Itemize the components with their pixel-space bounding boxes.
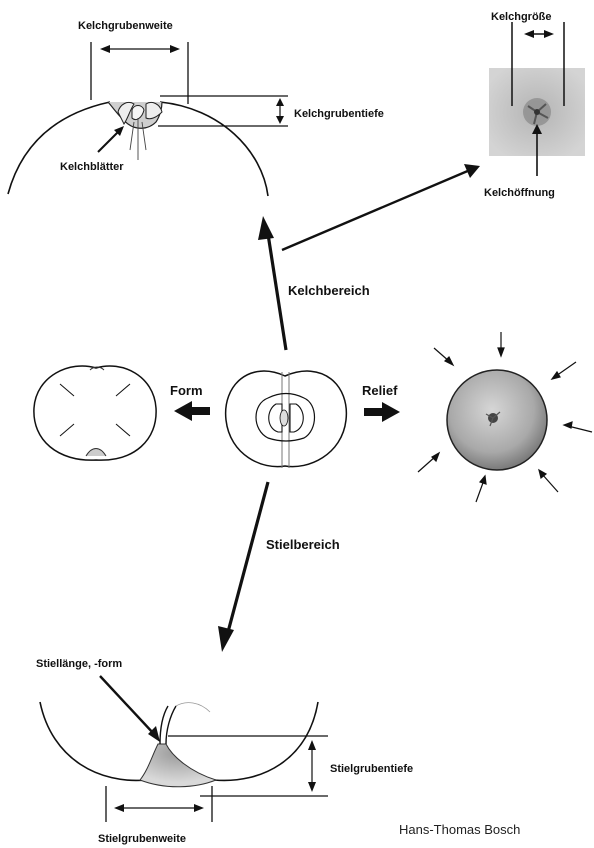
- arrow-relief: [364, 402, 400, 422]
- arrow-form: [174, 401, 210, 421]
- stalk-section-figure: [40, 676, 328, 822]
- label-relief: Relief: [362, 383, 398, 398]
- label-stielbereich: Stielbereich: [266, 537, 340, 552]
- arrow-stielbereich: [218, 482, 268, 652]
- label-kelchblaetter: Kelchblätter: [60, 161, 124, 173]
- label-stielgrubentiefe: Stielgrubentiefe: [330, 763, 413, 775]
- author-credit: Hans-Thomas Bosch: [399, 822, 520, 837]
- label-kelchgrubentiefe: Kelchgrubentiefe: [294, 108, 384, 120]
- label-kelchbereich: Kelchbereich: [288, 283, 370, 298]
- calyx-section-figure: [8, 42, 288, 196]
- arrow-kelchbereich: [258, 216, 286, 350]
- label-stiellaenge: Stiellänge, -form: [36, 658, 122, 670]
- arrow-to-calyx-photo: [282, 164, 480, 250]
- relief-topview-figure: [418, 332, 592, 502]
- apple-cross-section: [226, 371, 347, 468]
- label-form: Form: [170, 383, 203, 398]
- label-kelchoeffnung: Kelchöffnung: [484, 187, 555, 199]
- label-kelchgrubenweite: Kelchgrubenweite: [78, 20, 173, 32]
- label-stielgrubenweite: Stielgrubenweite: [98, 833, 186, 845]
- calyx-photo-figure: [489, 22, 585, 176]
- label-kelchgroesse: Kelchgröße: [491, 11, 552, 23]
- form-outline-figure: [34, 366, 156, 460]
